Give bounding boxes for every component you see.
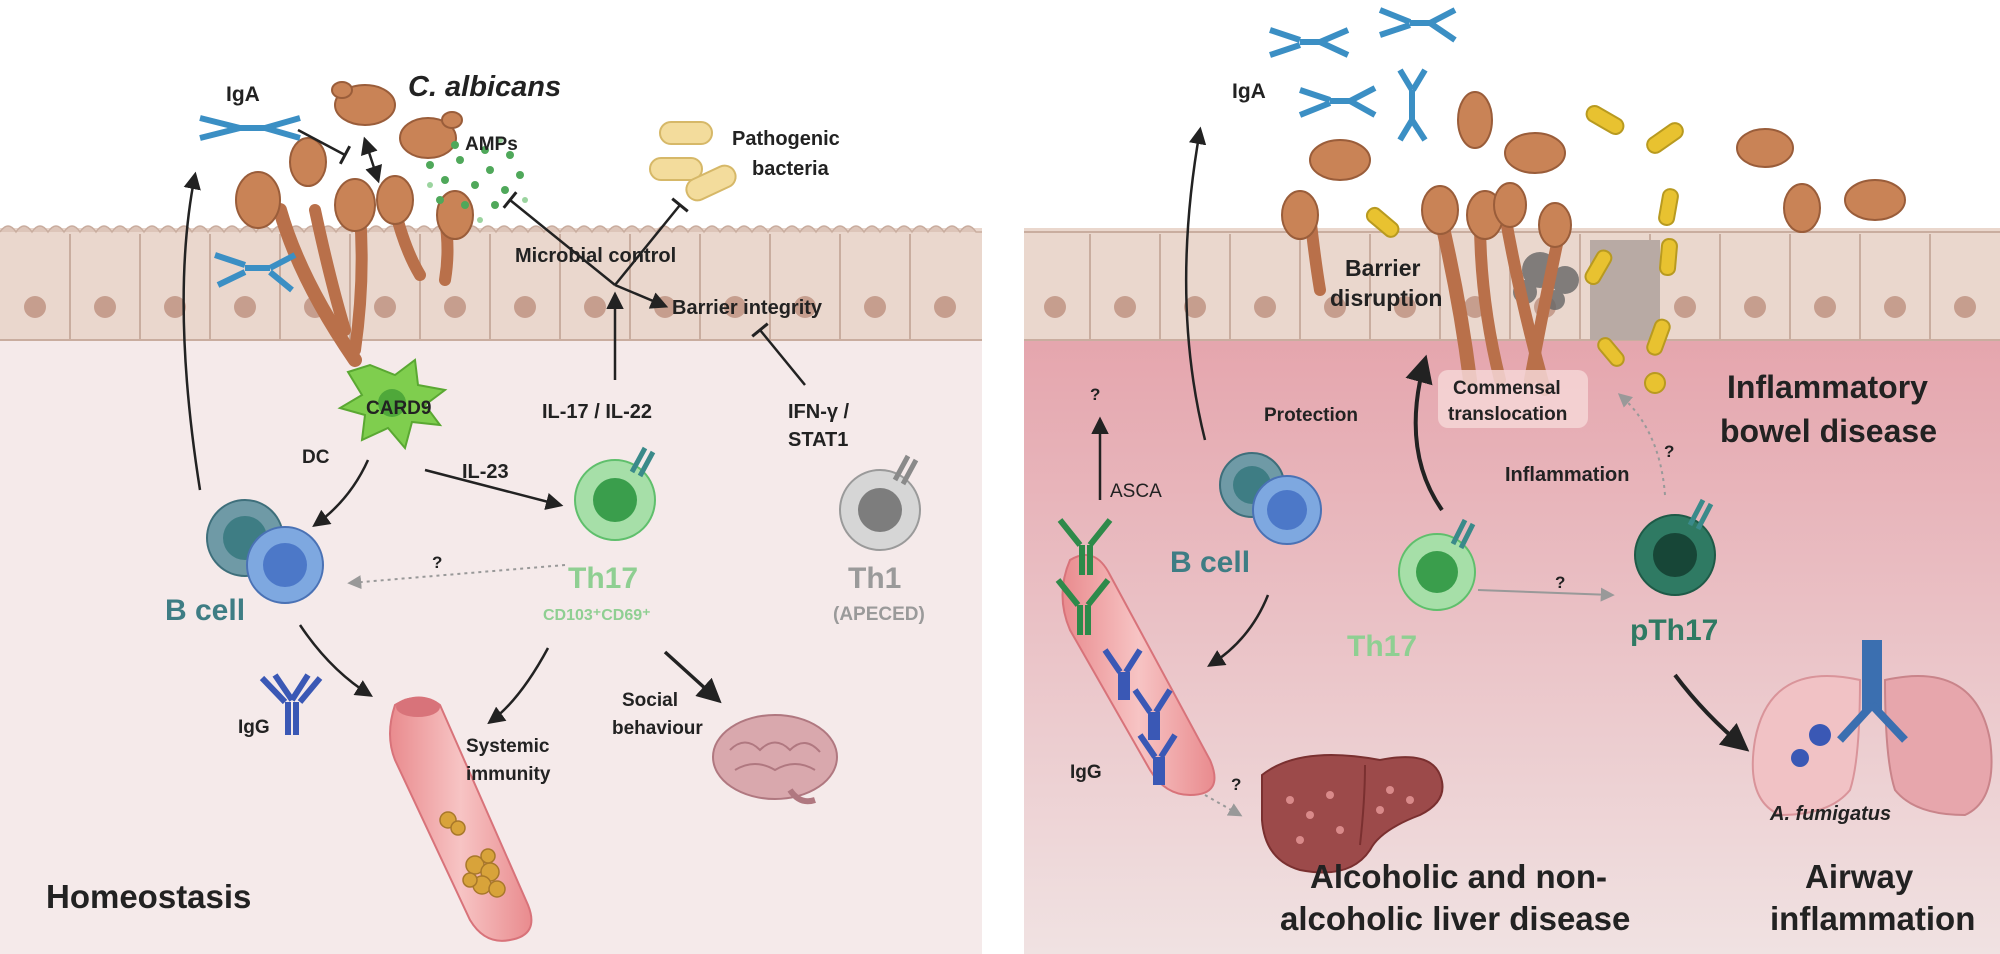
ifng-label-1: IFN-γ / (788, 401, 850, 423)
th17-cell-icon (574, 446, 656, 541)
il23-label: IL-23 (462, 461, 509, 483)
th1-cell-icon (839, 454, 921, 551)
systemic-immunity-label-2: immunity (466, 764, 551, 785)
question-mark-4: ? (1231, 775, 1241, 794)
airway-inflammation-label-2: inflammation (1770, 900, 1975, 937)
pathogenic-bacteria-icon (649, 121, 737, 202)
barrier-disruption-label-2: disruption (1330, 285, 1442, 311)
commensal-translocation-box (1438, 370, 1588, 428)
left-epithelium (0, 225, 982, 341)
protection-label: Protection (1264, 405, 1358, 426)
igg-antibodies-right (1102, 648, 1178, 785)
th17-cell-icon-right (1398, 518, 1476, 611)
bcell-label-left: B cell (165, 594, 245, 627)
left-arrows (182, 128, 806, 725)
dendritic-cell-icon (337, 358, 448, 451)
question-mark-3: ? (1555, 573, 1565, 592)
pth17-cell-icon (1634, 498, 1716, 596)
iga-antibody-icon-2 (214, 252, 297, 293)
question-mark-1: ? (1090, 385, 1100, 404)
social-behaviour-label-2: behaviour (612, 718, 703, 739)
b-cell-icon (206, 499, 324, 604)
igg-antibody-icon (259, 673, 323, 735)
il17-il22-label: IL-17 / IL-22 (542, 401, 652, 423)
th17-markers-label: CD103⁺CD69⁺ (543, 607, 651, 624)
asca-antibodies-icon (1055, 518, 1113, 635)
th1-label: Th1 (848, 562, 901, 595)
candida-hyphae (235, 137, 474, 367)
pathogenic-bacteria-label-2: bacteria (752, 158, 830, 180)
pathogenic-bacteria-label-1: Pathogenic (732, 128, 840, 150)
lungs-icon (1751, 640, 1993, 817)
c-albicans-label: C. albicans (408, 71, 561, 103)
b-cell-icon-right (1219, 452, 1322, 545)
homeostasis-title: Homeostasis (46, 878, 251, 915)
iga-antibodies-right (1269, 7, 1457, 142)
barrier-disruption-label-1: Barrier (1345, 255, 1420, 281)
iga-label-right: IgA (1232, 80, 1266, 103)
right-lamina-propria (1024, 335, 2000, 954)
inflammation-label: Inflammation (1505, 464, 1629, 486)
ibd-label-2: bowel disease (1720, 413, 1937, 449)
commensal-bacteria-right (1365, 105, 1684, 367)
microbial-control-label: Microbial control (515, 245, 676, 267)
asca-label: ASCA (1110, 481, 1162, 502)
commensal-translocation-label-2: translocation (1448, 404, 1567, 425)
brain-icon (712, 714, 838, 805)
ibd-label-1: Inflammatory (1727, 369, 1928, 405)
candida-yeast-cells (331, 81, 463, 159)
apeced-label: (APECED) (833, 604, 925, 625)
th17-label-left: Th17 (568, 562, 638, 595)
blood-vessel-right (1061, 554, 1216, 797)
igg-label-left: IgG (238, 717, 270, 738)
social-behaviour-label-1: Social (622, 690, 678, 711)
liver-icon (1261, 754, 1444, 874)
amps-label: AMPs (465, 134, 518, 155)
right-candida-cells (1281, 91, 1906, 248)
a-fumigatus-label: A. fumigatus (1769, 803, 1891, 825)
left-panel-homeostasis: C. albicans IgA AMPs Pathogenic bacteria… (0, 0, 982, 954)
right-panel-disease: IgA Barrier disruption Commensal translo… (1024, 0, 2000, 954)
th17-label-right: Th17 (1347, 630, 1417, 663)
liver-disease-label-1: Alcoholic and non- (1310, 858, 1607, 895)
right-arrows (1091, 126, 1750, 752)
ifng-label-2: STAT1 (788, 429, 848, 451)
airway-inflammation-label-1: Airway (1805, 858, 1914, 895)
blood-vessel-icon (389, 696, 533, 942)
amps-dots (426, 137, 528, 223)
question-mark-left: ? (432, 553, 442, 572)
barrier-integrity-label: Barrier integrity (672, 297, 823, 319)
iga-label-left: IgA (226, 83, 260, 106)
bcell-label-right: B cell (1170, 546, 1250, 579)
dc-label: DC (302, 447, 330, 468)
iga-antibody-icon (199, 115, 301, 141)
left-dotted-arrow (347, 564, 566, 590)
systemic-immunity-label-1: Systemic (466, 736, 550, 757)
question-mark-2: ? (1664, 442, 1674, 461)
card9-label: CARD9 (366, 398, 431, 419)
commensal-translocation-label-1: Commensal (1453, 378, 1561, 399)
translocated-bacterium (1644, 372, 1666, 394)
pth17-label: pTh17 (1630, 614, 1718, 647)
igg-label-right: IgG (1070, 762, 1102, 783)
right-dotted-arrows (1204, 393, 1666, 817)
liver-disease-label-2: alcoholic liver disease (1280, 900, 1630, 937)
